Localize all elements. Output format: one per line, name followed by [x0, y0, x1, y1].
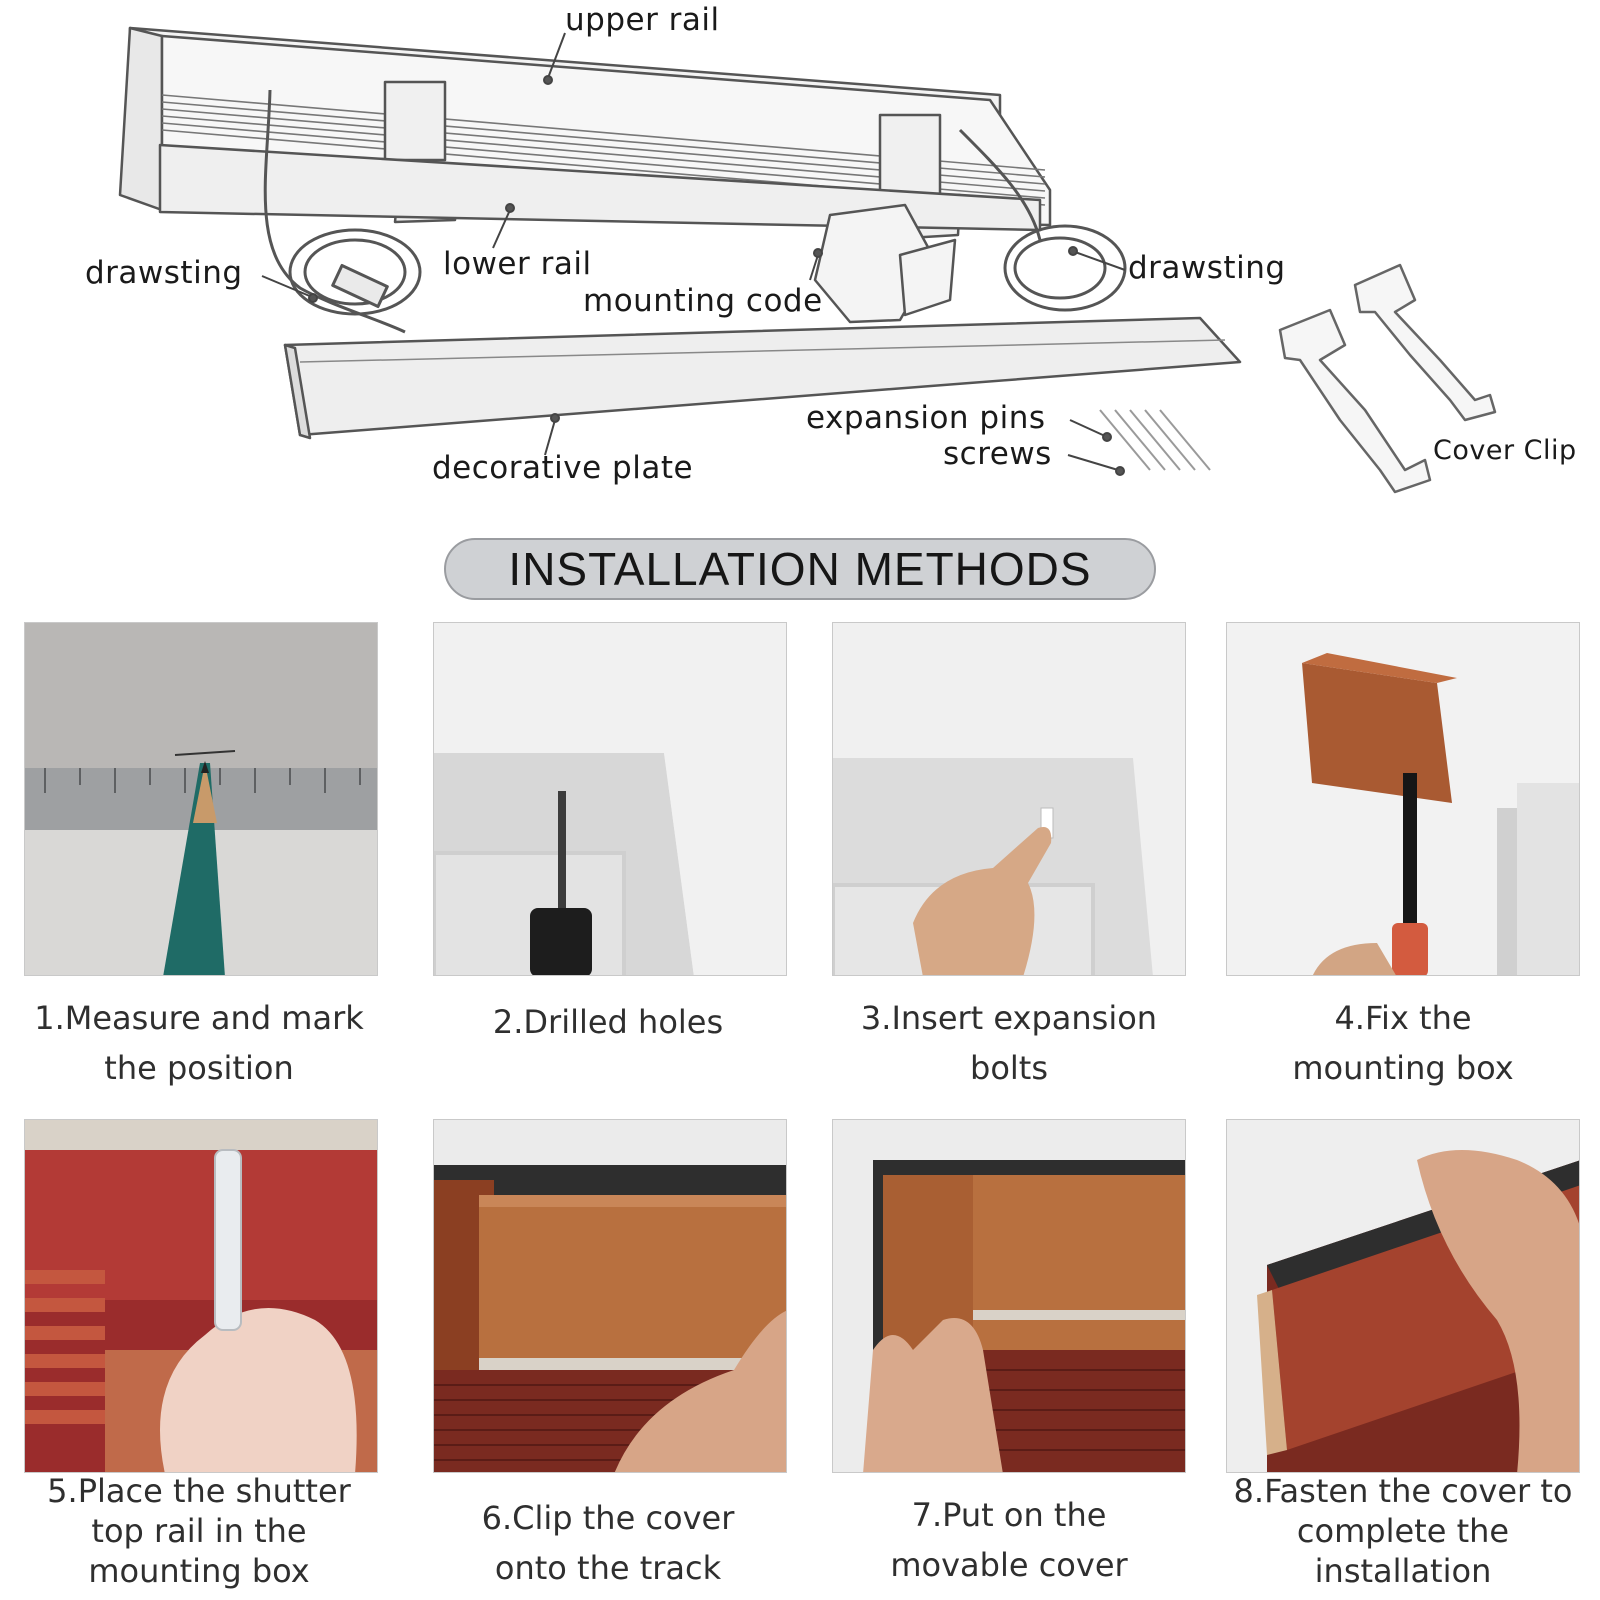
cord-loop-left-sketch	[263, 89, 422, 334]
step-3-line-2: bolts	[970, 1049, 1048, 1087]
cover-clip-label: Cover Clip	[1433, 435, 1577, 466]
drawsting-left-label: drawsting	[85, 255, 243, 291]
step-5-line-3: mounting box	[88, 1552, 310, 1590]
drawsting-right-label: drawsting	[1128, 250, 1286, 286]
step-6-line-2: onto the track	[494, 1549, 722, 1587]
step-5-photo	[24, 1119, 378, 1473]
pins-screws-sketch	[1099, 409, 1211, 471]
step-8-line-1: 8.Fasten the cover to	[1233, 1472, 1573, 1510]
step-6-photo	[433, 1119, 787, 1473]
step-1-caption: 1.Measure and mark the position	[0, 993, 399, 1093]
step-1-line-1: 1.Measure and mark	[34, 999, 364, 1037]
leader-lines	[261, 32, 1126, 476]
screws-label: screws	[943, 436, 1052, 472]
step-2-line-1: 2.Drilled holes	[492, 1003, 724, 1041]
blind-parts-diagram: upper rail drawsting lower rail mounting…	[0, 0, 1600, 500]
step-8-line-2: complete the	[1296, 1512, 1510, 1550]
decorative-plate-label: decorative plate	[432, 450, 694, 486]
step-7-photo	[832, 1119, 1186, 1473]
step-7-caption: 7.Put on the movable cover	[809, 1490, 1209, 1590]
step-1-photo	[24, 622, 378, 976]
mounting-box-sketch	[813, 203, 957, 324]
step-5-caption: 5.Place the shutter top rail in the moun…	[0, 1471, 399, 1591]
mounting-code-label: mounting code	[583, 283, 823, 319]
cord-loop-right-sketch	[958, 128, 1127, 312]
upper-rail-label: upper rail	[565, 2, 720, 38]
step-3-caption: 3.Insert expansion bolts	[809, 993, 1209, 1093]
step-6-caption: 6.Clip the cover onto the track	[408, 1493, 808, 1593]
banner-title: INSTALLATION METHODS	[508, 543, 1092, 595]
step-3-photo	[832, 622, 1186, 976]
decorative-plate-sketch	[283, 316, 1242, 440]
step-2-photo	[433, 622, 787, 976]
step-7-line-1: 7.Put on the	[911, 1496, 1107, 1534]
lower-rail-label: lower rail	[443, 246, 592, 282]
step-8-line-3: installation	[1314, 1552, 1492, 1590]
step-4-line-1: 4.Fix the	[1334, 999, 1472, 1037]
step-6-line-1: 6.Clip the cover	[481, 1499, 735, 1537]
step-5-line-1: 5.Place the shutter	[47, 1472, 351, 1510]
step-4-line-2: mounting box	[1292, 1049, 1514, 1087]
step-8-caption: 8.Fasten the cover to complete the insta…	[1203, 1471, 1600, 1591]
step-2-caption: 2.Drilled holes	[408, 997, 808, 1047]
step-5-line-2: top rail in the	[91, 1512, 307, 1550]
cover-clip-sketch	[1278, 263, 1497, 494]
blind-sketch	[118, 26, 1497, 494]
step-8-photo	[1226, 1119, 1580, 1473]
step-7-line-2: movable cover	[890, 1546, 1128, 1584]
step-4-caption: 4.Fix the mounting box	[1203, 993, 1600, 1093]
expansion-pins-label: expansion pins	[806, 400, 1046, 436]
installation-methods-banner: INSTALLATION METHODS	[444, 538, 1156, 600]
step-4-photo	[1226, 622, 1580, 976]
step-3-line-1: 3.Insert expansion	[860, 999, 1158, 1037]
step-1-line-2: the position	[104, 1049, 294, 1087]
